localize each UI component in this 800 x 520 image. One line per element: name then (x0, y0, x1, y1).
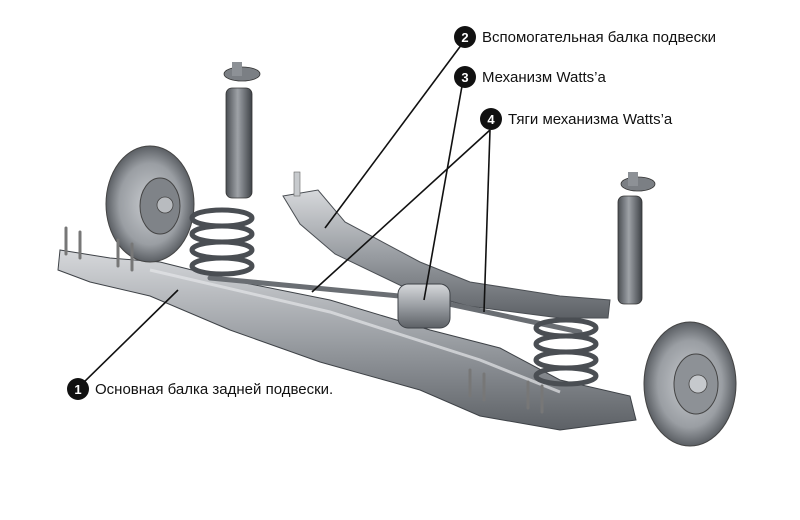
callout-number-badge: 4 (480, 108, 502, 130)
callout-number-badge: 2 (454, 26, 476, 48)
right-shock-absorber (617, 172, 656, 305)
leader-line-1 (79, 289, 179, 387)
left-shock-absorber (223, 62, 261, 199)
leader-line-3 (423, 85, 463, 301)
callout-3: 3 Механизм Watts’a (454, 66, 606, 88)
leader-lines (79, 43, 491, 387)
watts-rods (207, 275, 583, 335)
right-coil-spring (533, 317, 599, 387)
leader-line-4b (483, 129, 491, 313)
leader-line-2 (324, 43, 463, 229)
callout-2: 2 Вспомогательная балка подвески (454, 26, 716, 48)
watts-mechanism (397, 283, 451, 329)
left-coil-spring (189, 207, 255, 277)
callout-label: Тяги механизма Watts’a (508, 110, 673, 128)
leader-line-4a (311, 129, 491, 293)
callout-label: Вспомогательная балка подвески (482, 28, 717, 46)
callout-4: 4 Тяги механизма Watts’a (480, 108, 672, 130)
callout-label: Основная балка задней подвески. (95, 380, 334, 398)
callout-1: 1 Основная балка задней подвески. (67, 378, 333, 400)
main-rear-beam (57, 249, 637, 431)
right-brake-disc (643, 321, 737, 447)
callout-number-badge: 3 (454, 66, 476, 88)
callout-label: Механизм Watts’a (482, 68, 606, 86)
left-hub (105, 145, 195, 263)
callout-number-badge: 1 (67, 378, 89, 400)
mounting-studs (64, 226, 544, 414)
